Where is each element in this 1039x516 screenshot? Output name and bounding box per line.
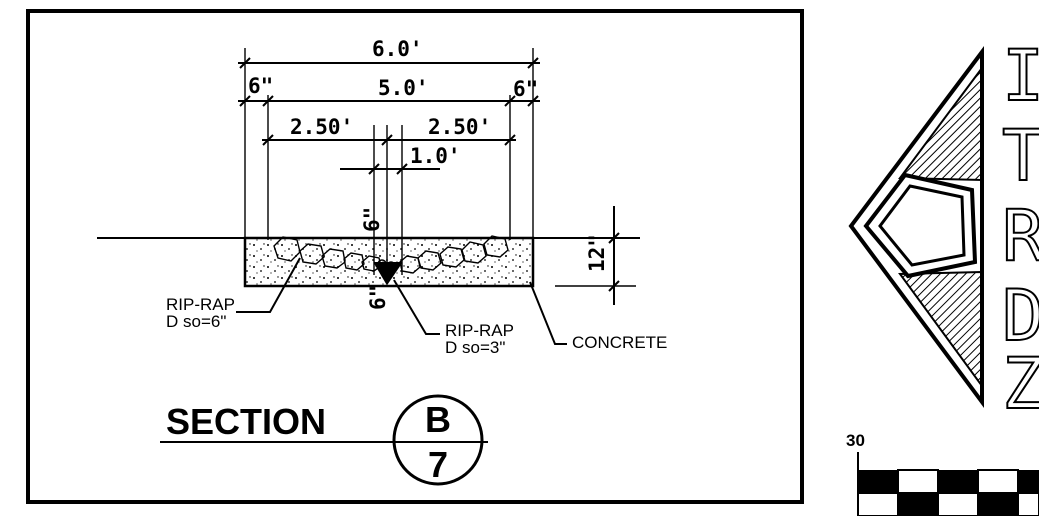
- riprap-large-size: D so=6": [166, 312, 226, 331]
- section-sheet-number: 7: [428, 444, 448, 485]
- label-leaders: [236, 257, 567, 345]
- dim-side-right: 6": [513, 77, 538, 101]
- dim-center-depth-top: 6": [360, 207, 384, 232]
- dim-inner-width: 5.0': [378, 76, 429, 100]
- dim-side-left: 6": [248, 74, 273, 98]
- dim-half-right: 2.50': [428, 115, 491, 139]
- section-bubble: [392, 394, 484, 486]
- svg-text:Z: Z: [1002, 343, 1039, 425]
- scale-start-label: 30: [846, 431, 865, 450]
- channel-section: [97, 235, 640, 288]
- dim-center-width: 1.0': [410, 144, 461, 168]
- logo-mark: [848, 46, 984, 409]
- section-letter: B: [425, 399, 451, 440]
- dim-half-left: 2.50': [290, 115, 353, 139]
- riprap-small-label: RIP-RAP: [445, 321, 514, 340]
- svg-text:R: R: [1002, 195, 1039, 277]
- dimension-lines: [238, 48, 636, 305]
- dim-center-depth-bottom: 6": [366, 285, 390, 310]
- logo-letters-icon: I T R D Z: [1001, 34, 1039, 426]
- svg-text:I: I: [1002, 35, 1039, 117]
- drawing-border: [26, 9, 804, 504]
- dim-thickness: 12": [585, 234, 609, 272]
- svg-text:D: D: [1002, 275, 1039, 357]
- scale-bar: [857, 452, 1039, 516]
- section-title: SECTION: [166, 401, 326, 442]
- svg-text:T: T: [1002, 115, 1039, 197]
- concrete-label: CONCRETE: [572, 333, 667, 352]
- dim-overall-width: 6.0': [372, 37, 423, 61]
- riprap-small-size: D so=3": [445, 338, 505, 357]
- riprap-large-label: RIP-RAP: [166, 295, 235, 314]
